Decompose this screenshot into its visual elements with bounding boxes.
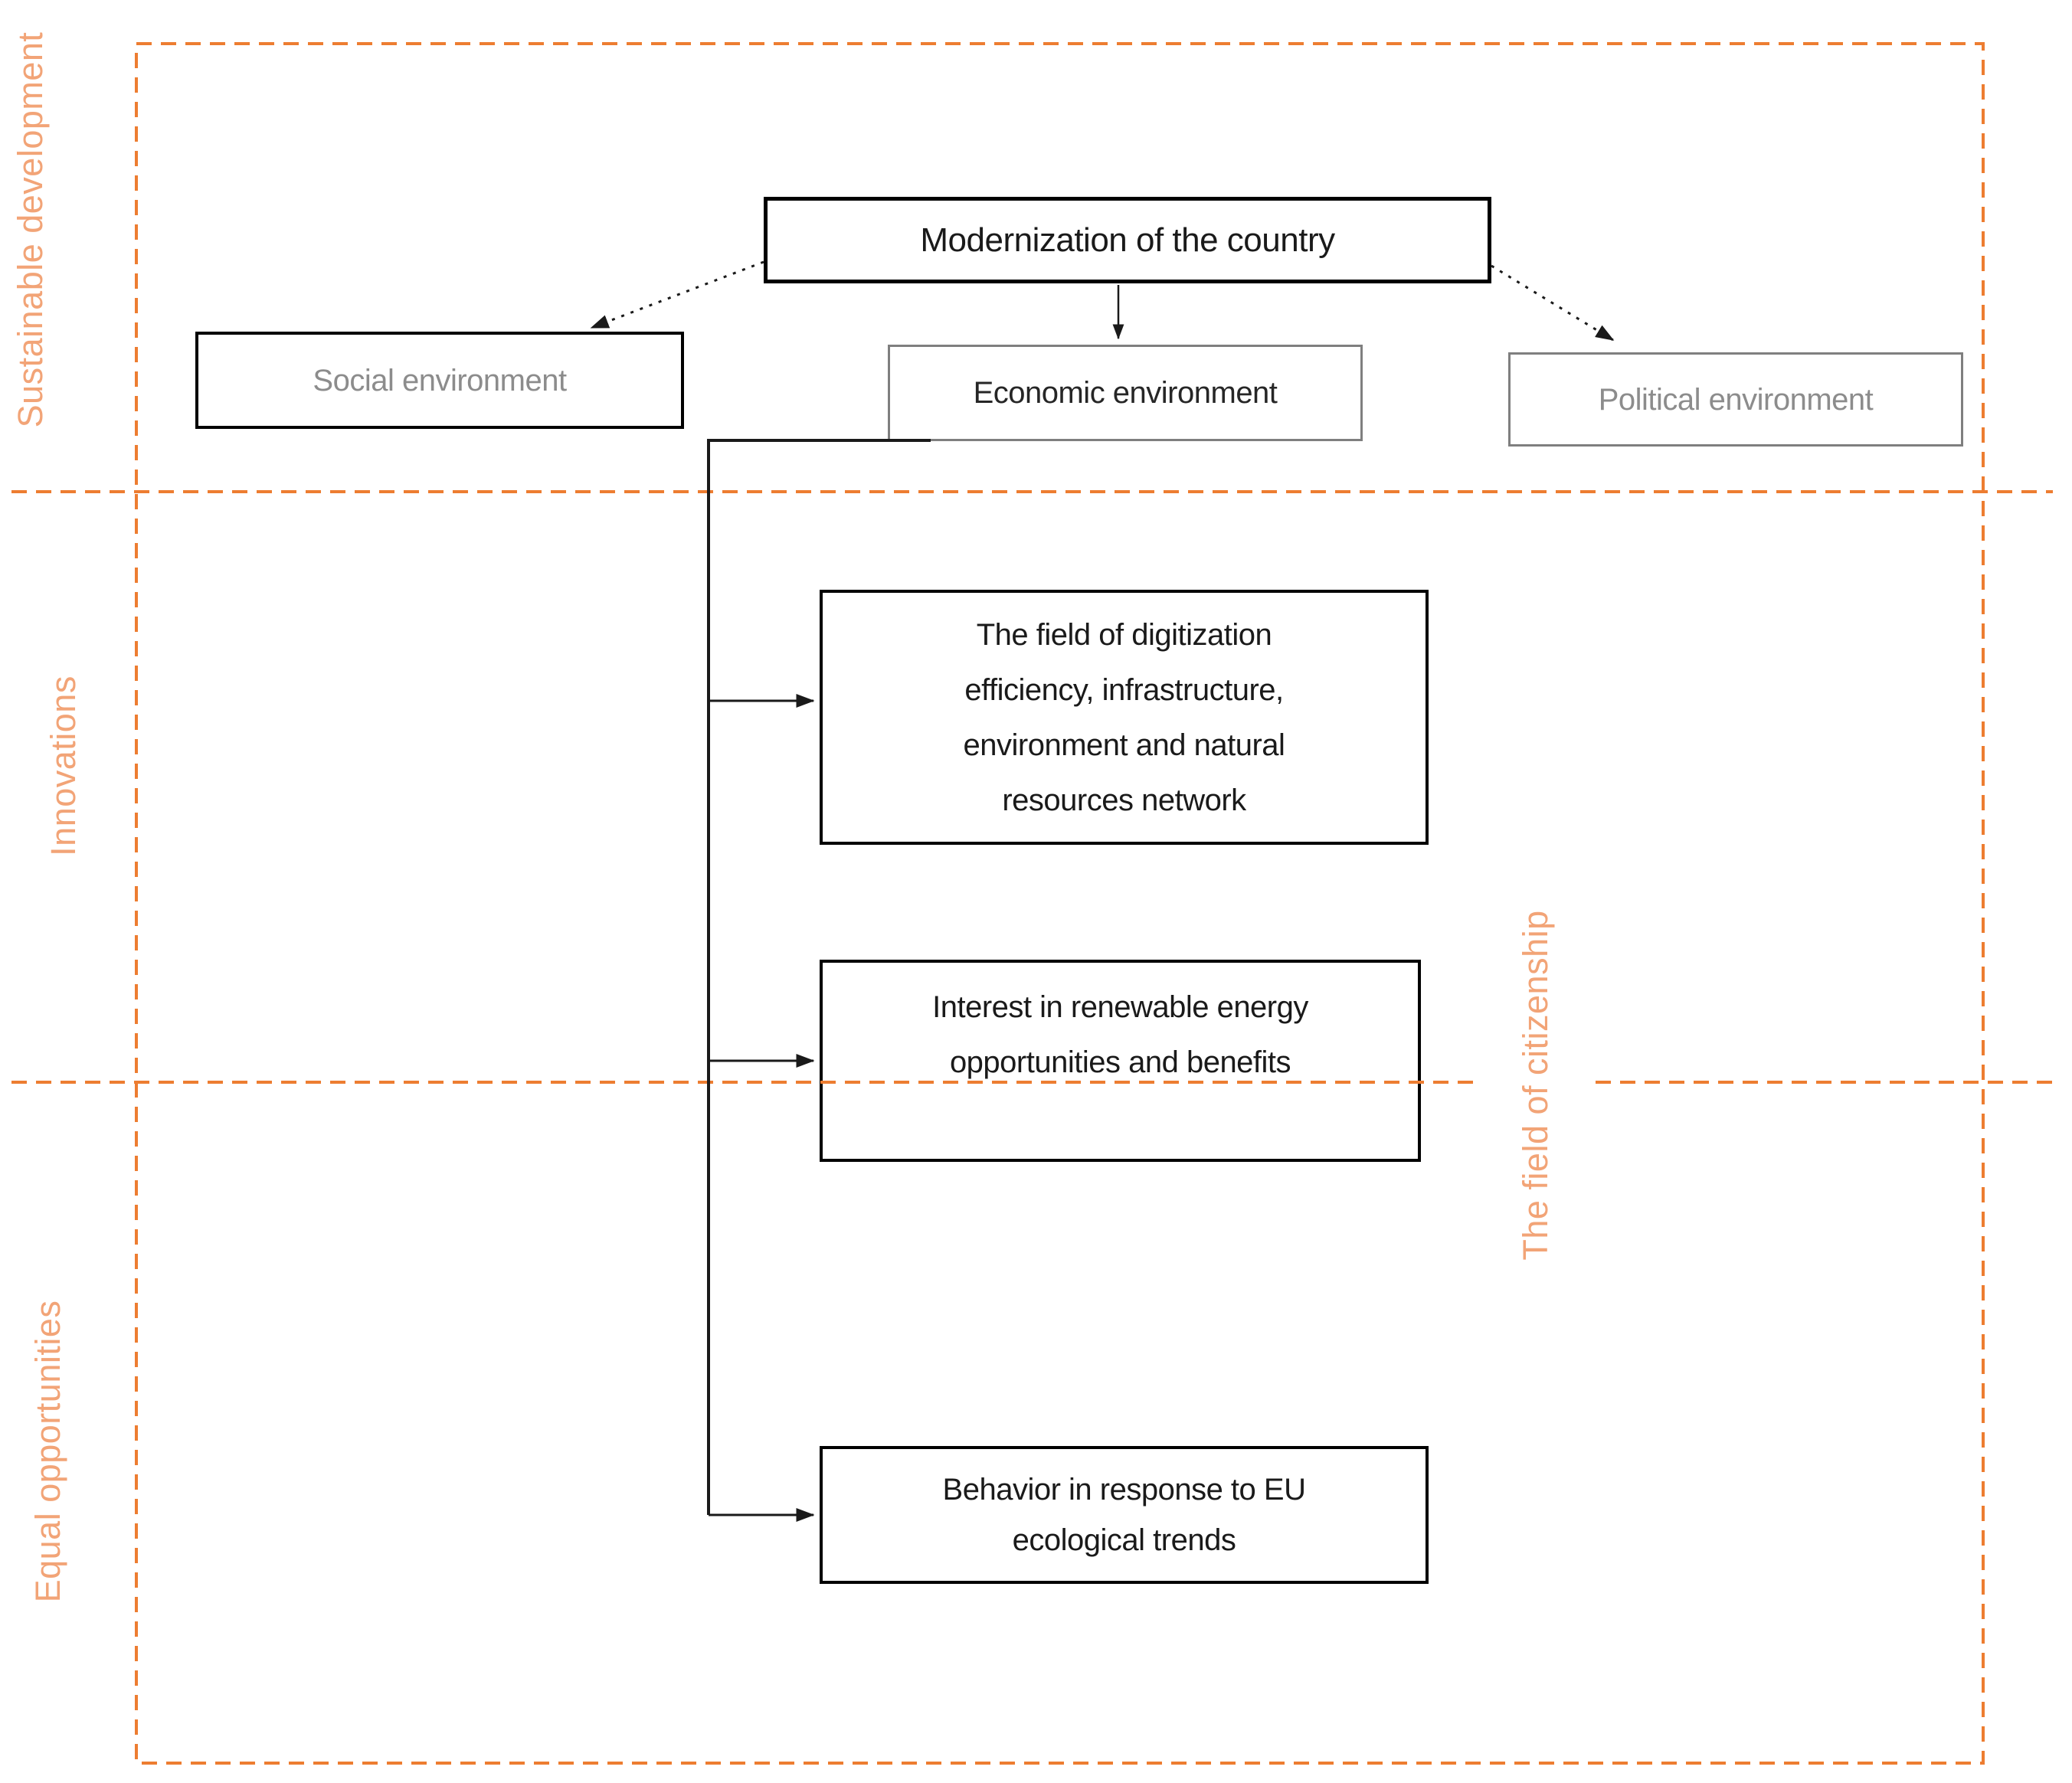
node-label-line: Behavior in response to EU	[942, 1473, 1306, 1507]
node-label-line: Interest in renewable energy	[932, 990, 1308, 1024]
dotted-arrow-to-social	[590, 260, 764, 329]
node-label: The field of digitization efficiency, in…	[823, 607, 1426, 828]
region-label-equal-opportunities: Equal opportunities	[28, 1300, 67, 1603]
node-modernization-of-the-country: Modernization of the country	[764, 197, 1491, 283]
node-label-line: opportunities and benefits	[949, 1045, 1291, 1079]
node-label-line: The field of digitization	[976, 617, 1272, 652]
dotted-arrow-to-political	[1491, 264, 1615, 342]
node-label: Economic environment	[973, 376, 1278, 410]
region-label-field-of-citizenship: The field of citizenship	[1516, 910, 1555, 1261]
node-label-line: resources network	[1002, 783, 1246, 817]
region-label-innovations: Innovations	[44, 676, 83, 856]
node-label: Interest in renewable energy opportuniti…	[823, 980, 1418, 1090]
region-label-sustainable-development: Sustainable development	[11, 31, 50, 428]
node-label: Political environment	[1598, 382, 1874, 417]
node-label: Modernization of the country	[920, 221, 1335, 259]
node-renewable-energy-interest: Interest in renewable energy opportuniti…	[820, 960, 1421, 1162]
node-political-environment: Political environment	[1508, 352, 1963, 447]
node-label-line: ecological trends	[1012, 1523, 1236, 1557]
node-label-line: efficiency, infrastructure,	[964, 672, 1284, 707]
node-social-environment: Social environment	[195, 332, 684, 429]
node-label: Social environment	[313, 363, 567, 397]
node-digitization-field: The field of digitization efficiency, in…	[820, 590, 1429, 845]
node-eu-ecological-behavior: Behavior in response to EU ecological tr…	[820, 1446, 1429, 1584]
node-label-line: environment and natural	[963, 728, 1285, 762]
node-economic-environment: Economic environment	[888, 345, 1363, 441]
node-label: Behavior in response to EU ecological tr…	[823, 1464, 1426, 1565]
